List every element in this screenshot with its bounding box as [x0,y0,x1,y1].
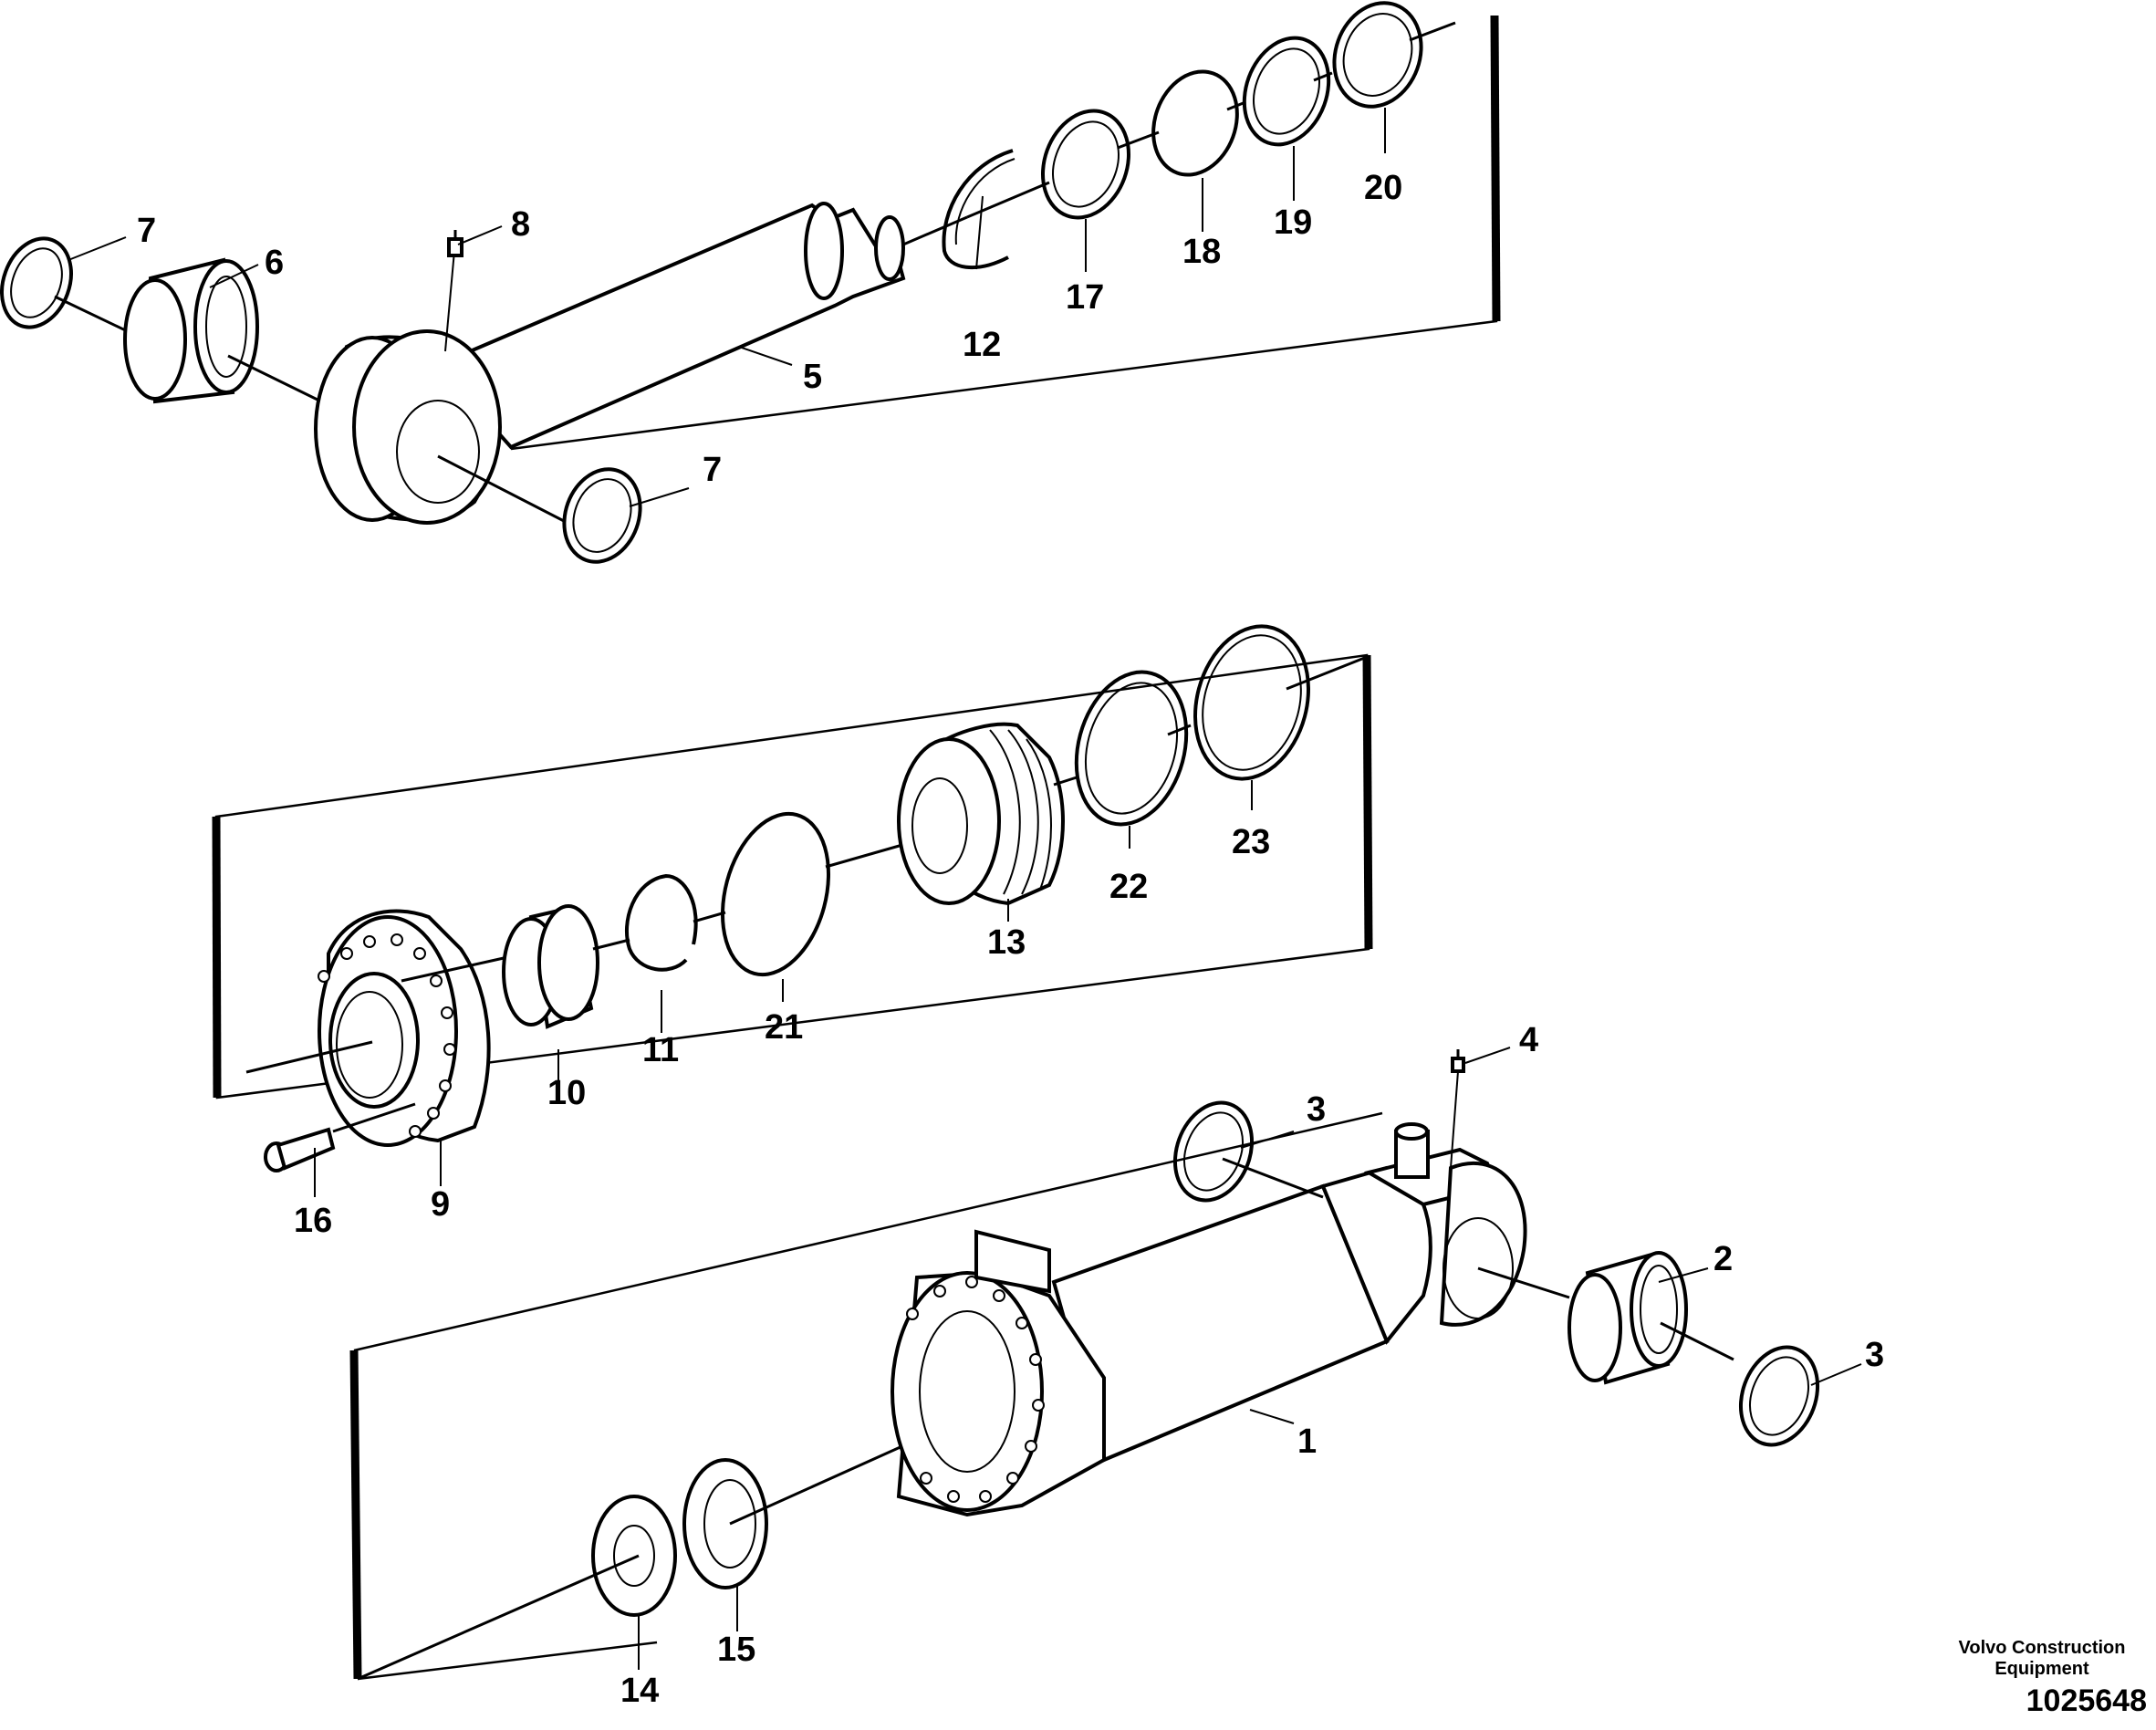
callout-7-right: 7 [703,451,722,489]
callout-11: 11 [642,1031,679,1069]
brand-name: Volvo Construction [1958,1638,2126,1658]
part-9-cylinder-head [318,909,491,1147]
part-11-snap-ring [624,873,698,972]
callout-3-upper: 3 [1307,1090,1326,1129]
part-7-seal-ring-right [562,467,642,564]
part-13-piston [897,722,1065,906]
callout-4: 4 [1519,1021,1538,1059]
callout-7-left: 7 [137,212,156,250]
callout-21: 21 [765,1008,803,1047]
callout-15: 15 [717,1631,755,1669]
part-5-piston-rod [314,202,906,525]
part-10-guide-bushing [502,904,599,1029]
callout-20: 20 [1364,169,1402,207]
callout-1: 1 [1297,1423,1317,1461]
part-8-grease-nipple [447,230,463,257]
part-3-seal-ring-upper [1172,1100,1255,1203]
head-bolt-holes [318,933,456,1138]
callout-18: 18 [1182,233,1221,271]
part-20-wiper [1332,1,1423,109]
callout-8: 8 [511,205,530,244]
part-7-seal-ring-left [0,236,73,329]
callout-14: 14 [620,1672,659,1710]
part-18-seal [1151,69,1239,177]
callout-5: 5 [803,358,822,396]
part-17-wear-ring [1040,109,1131,220]
brand-name-line2: Equipment [1995,1659,2089,1679]
frame-cylinder-group [349,1111,1383,1681]
part-16-bolt [264,1127,336,1172]
tube-flange-bolt-holes [906,1276,1045,1503]
frame-piston-rod-group [510,15,1501,451]
part-14-washer [591,1495,677,1617]
part-23-piston-seal [1193,624,1310,781]
part-21-o-ring [720,811,831,977]
leader-lines [68,108,1862,1670]
callout-23: 23 [1232,823,1270,861]
part-2-bushing [1568,1251,1688,1385]
callout-16: 16 [294,1202,332,1240]
callout-labels: 1 2 3 3 4 5 6 7 7 8 9 10 11 12 13 14 15 … [137,169,1884,1710]
part-12-snap-ring [942,149,1016,270]
callout-6: 6 [265,244,284,282]
part-15-lock-nut [682,1458,768,1589]
callout-19: 19 [1274,203,1312,242]
callout-22: 22 [1109,868,1148,906]
callout-12: 12 [963,326,1001,364]
callout-3-lower: 3 [1865,1336,1884,1374]
callout-9: 9 [431,1185,450,1224]
part-22-wear-ring [1074,670,1189,827]
drawing-number: 1025648 [2026,1683,2147,1718]
frame-piston-group [212,653,1373,1099]
callout-13: 13 [987,923,1026,962]
callout-2: 2 [1713,1240,1733,1278]
part-4-grease-nipple [1451,1049,1465,1073]
callout-10: 10 [547,1074,586,1112]
callout-17: 17 [1066,278,1104,317]
part-6-bushing [123,257,259,404]
part-19-seal [1242,36,1331,147]
part-3-seal-ring-lower [1738,1345,1820,1447]
part-1-cylinder-tube [891,1122,1527,1517]
